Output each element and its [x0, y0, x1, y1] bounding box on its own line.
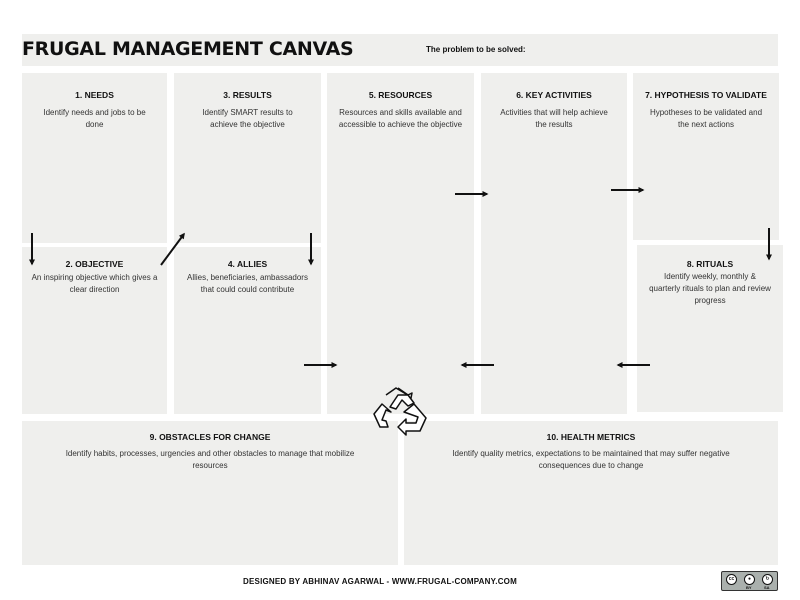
box-results: 3. RESULTS Identify SMART results to ach…	[174, 73, 321, 243]
box-needs-heading: 1. NEEDS	[75, 90, 114, 100]
box-key-activities-heading: 6. KEY ACTIVITIES	[516, 90, 592, 100]
box-rituals: 8. RITUALS Identify weekly, monthly & qu…	[637, 245, 783, 412]
box-hypothesis-heading: 7. HYPOTHESIS TO VALIDATE	[645, 90, 767, 100]
box-allies-desc: Allies, beneficiaries, ambassadors that …	[187, 273, 308, 294]
box-obstacles-desc: Identify habits, processes, urgencies an…	[65, 449, 355, 470]
box-results-heading: 3. RESULTS	[223, 90, 272, 100]
box-resources-heading: 5. RESOURCES	[368, 90, 433, 100]
by-icon: ●	[744, 574, 755, 585]
box-allies-heading: 4. ALLIES	[227, 259, 268, 269]
box-hypothesis-desc: Hypotheses to be validated and the next …	[649, 108, 763, 129]
canvas-header: FRUGAL MANAGEMENT CANVAS The problem to …	[22, 34, 778, 66]
box-rituals-heading: 8. RITUALS	[686, 259, 734, 269]
box-objective: 2. OBJECTIVE An inspiring objective whic…	[22, 247, 167, 414]
license-badge: cc ● ↻ BY SA	[721, 571, 778, 591]
box-needs-desc: Identify needs and jobs to be done	[43, 108, 146, 129]
box-objective-desc: An inspiring objective which gives a cle…	[31, 273, 158, 294]
box-allies: 4. ALLIES Allies, beneficiaries, ambassa…	[174, 247, 321, 414]
recycle-icon	[373, 387, 427, 436]
box-obstacles: 9. OBSTACLES FOR CHANGE Identify habits,…	[22, 421, 398, 565]
box-key-activities-desc: Activities that will help achieve the re…	[500, 108, 608, 129]
footer-credit: DESIGNED BY ABHINAV AGARWAL - WWW.FRUGAL…	[243, 577, 517, 586]
license-by-label: BY	[746, 585, 752, 590]
box-key-activities: 6. KEY ACTIVITIES Activities that will h…	[481, 73, 627, 414]
box-resources: 5. RESOURCES Resources and skills availa…	[327, 73, 474, 414]
box-resources-desc: Resources and skills available and acces…	[338, 108, 463, 129]
page-title: FRUGAL MANAGEMENT CANVAS	[22, 38, 354, 60]
box-health-metrics: 10. HEALTH METRICS Identify quality metr…	[404, 421, 778, 565]
license-sa-label: SA	[764, 585, 770, 590]
box-results-desc: Identify SMART results to achieve the ob…	[202, 108, 293, 129]
box-obstacles-heading: 9. OBSTACLES FOR CHANGE	[149, 432, 271, 442]
cc-icon: cc	[726, 574, 737, 585]
box-health-metrics-desc: Identify quality metrics, expectations t…	[452, 449, 730, 470]
sa-icon: ↻	[762, 574, 773, 585]
box-hypothesis: 7. HYPOTHESIS TO VALIDATE Hypotheses to …	[633, 73, 779, 240]
problem-label: The problem to be solved:	[426, 45, 526, 54]
box-objective-heading: 2. OBJECTIVE	[65, 259, 124, 269]
box-needs: 1. NEEDS Identify needs and jobs to be d…	[22, 73, 167, 243]
box-rituals-desc: Identify weekly, monthly & quarterly rit…	[649, 272, 771, 305]
box-health-metrics-heading: 10. HEALTH METRICS	[546, 432, 636, 442]
arrow-icon	[160, 232, 185, 266]
